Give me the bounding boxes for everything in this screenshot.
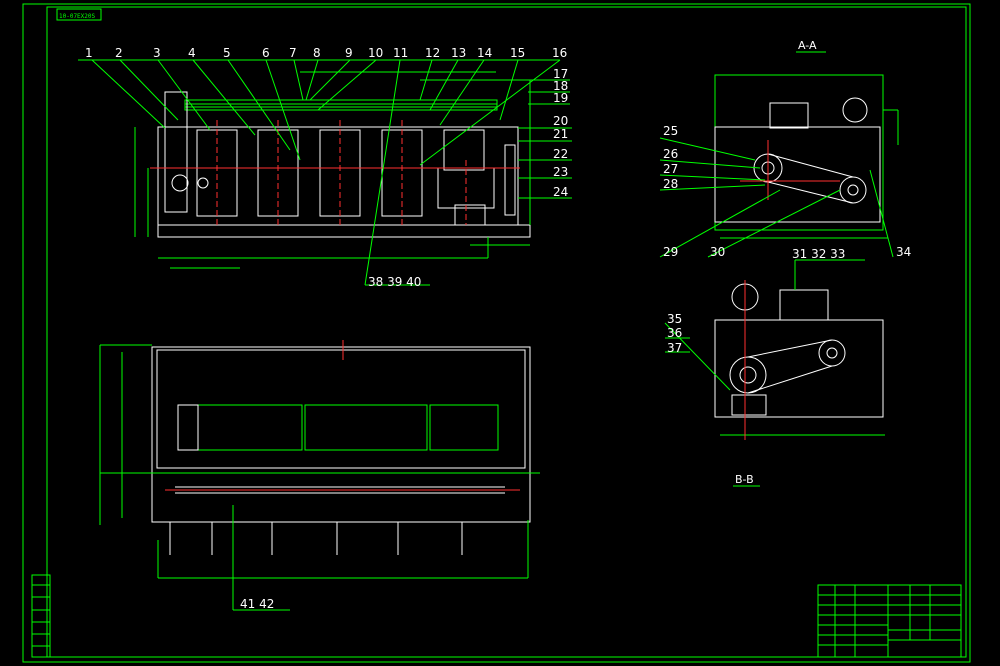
callout-37: 37 <box>667 341 682 355</box>
callout-4: 4 <box>188 46 196 60</box>
callout-36: 36 <box>667 326 682 340</box>
callout-28: 28 <box>663 177 678 191</box>
left-margin-stamp <box>31 574 51 658</box>
callout-7: 7 <box>289 46 297 60</box>
callout-2: 2 <box>115 46 123 60</box>
callout-15: 15 <box>510 46 525 60</box>
callout-5: 5 <box>223 46 231 60</box>
callout-21: 21 <box>553 127 568 141</box>
section-bb-title: B-B <box>735 473 754 486</box>
sheet-inner-border <box>46 6 967 658</box>
callout-6: 6 <box>262 46 270 60</box>
callout-23: 23 <box>553 165 568 179</box>
front-view-leaders <box>78 59 572 286</box>
callout-38-40: 38 39 40 <box>368 275 421 289</box>
callout-25: 25 <box>663 124 678 138</box>
drawing-code: 10-07EX20S <box>59 13 96 20</box>
callout-26: 26 <box>663 147 678 161</box>
callout-11: 11 <box>393 46 408 60</box>
drawing-code-box <box>56 8 102 21</box>
section-aa-title: A-A <box>798 39 817 52</box>
callout-27: 27 <box>663 162 678 176</box>
callout-3: 3 <box>153 46 161 60</box>
callout-41-42: 41 42 <box>240 597 274 611</box>
callout-17: 17 <box>553 67 568 81</box>
title-block <box>817 584 962 658</box>
callout-16: 16 <box>552 46 567 60</box>
front-view <box>134 71 531 269</box>
callout-24: 24 <box>553 185 568 199</box>
callout-19: 19 <box>553 91 568 105</box>
callout-1: 1 <box>85 46 93 60</box>
callout-31-33: 31 32 33 <box>792 247 845 261</box>
section-bb-view <box>714 259 885 440</box>
callout-35: 35 <box>667 312 682 326</box>
callout-8: 8 <box>313 46 321 60</box>
section-aa-leaders <box>659 137 894 258</box>
callout-29: 29 <box>663 245 678 259</box>
callout-9: 9 <box>345 46 353 60</box>
callout-22: 22 <box>553 147 568 161</box>
callout-18: 18 <box>553 79 568 93</box>
callout-34: 34 <box>896 245 911 259</box>
section-aa-view <box>714 51 899 239</box>
callout-10: 10 <box>368 46 383 60</box>
callout-12: 12 <box>425 46 440 60</box>
callout-13: 13 <box>451 46 466 60</box>
callout-30: 30 <box>710 245 725 259</box>
callout-14: 14 <box>477 46 492 60</box>
front-view-callouts: 1 2 3 4 5 6 7 8 9 10 11 12 13 14 15 16 1… <box>85 46 568 289</box>
callout-20: 20 <box>553 114 568 128</box>
plan-view <box>99 340 540 611</box>
sheet-outer-border <box>22 3 971 663</box>
section-bb-leaders <box>664 322 731 391</box>
